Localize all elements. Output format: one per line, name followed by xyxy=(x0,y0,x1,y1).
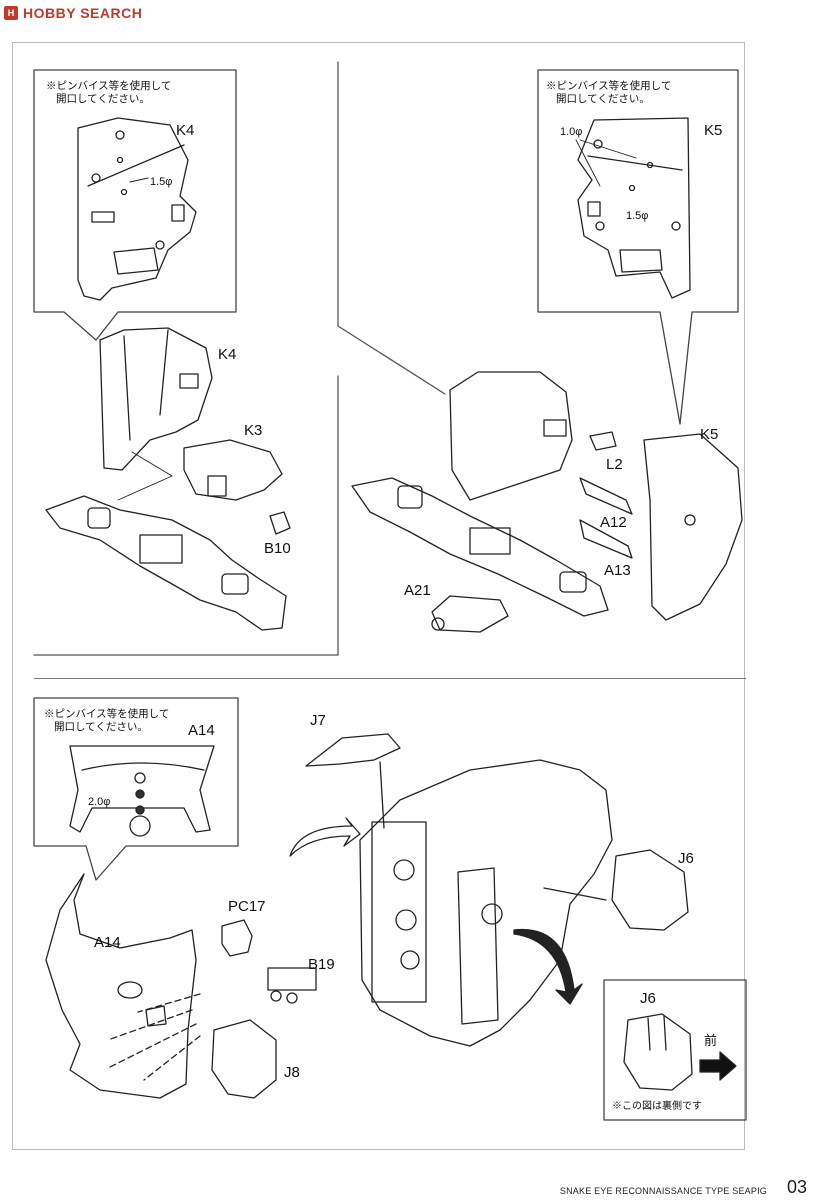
arrow-right-curl xyxy=(513,928,583,1005)
body-shell-right xyxy=(449,371,573,501)
k4-shell xyxy=(99,327,213,471)
label-pc17: PC17 xyxy=(228,898,266,915)
label-a12: A12 xyxy=(600,514,627,531)
chassis-right xyxy=(351,477,609,617)
footer-title: SNAKE EYE RECONNAISSANCE TYPE SEAPIG xyxy=(559,1186,767,1196)
note-right-line2: 開口してください。 xyxy=(556,93,650,105)
callout-right-drill-a: 1.0φ xyxy=(560,126,583,138)
note-left-line2: 開口してください。 xyxy=(56,93,150,105)
label-k4: K4 xyxy=(218,346,237,363)
page-frame xyxy=(12,42,745,1150)
page-number: 03 xyxy=(786,1177,807,1197)
label-a21: A21 xyxy=(404,582,431,599)
callout-left-part-label: K4 xyxy=(176,122,195,139)
watermark-text: HOBBY SEARCH xyxy=(23,5,143,21)
note-a14-line1: ※ピンバイス等を使用して xyxy=(44,708,170,720)
j8-part xyxy=(211,1019,277,1099)
callout-right-part-label: K5 xyxy=(704,122,723,139)
label-a13: A13 xyxy=(604,562,631,579)
label-k3: K3 xyxy=(244,422,263,439)
k5-panel xyxy=(577,117,691,299)
k4-panel xyxy=(77,117,197,301)
callout-a14-part-label: A14 xyxy=(188,722,215,739)
front-arrow-icon xyxy=(699,1051,737,1081)
inset-part-label: J6 xyxy=(640,990,656,1007)
j7-part xyxy=(305,733,401,767)
note-right: ※ピンバイス等を使用して 開口してください。 xyxy=(546,80,671,106)
watermark: H HOBBY SEARCH xyxy=(4,4,142,22)
chassis-left xyxy=(45,495,287,631)
k5-side-panel xyxy=(643,433,743,621)
a12-rod xyxy=(579,477,633,515)
b10-part xyxy=(269,511,291,535)
label-j6: J6 xyxy=(678,850,694,867)
inset-caption: ※この図は裏側です xyxy=(612,1101,702,1112)
a13-rod xyxy=(579,519,633,559)
label-a14: A14 xyxy=(94,934,121,951)
label-b10: B10 xyxy=(264,540,291,557)
label-k5: K5 xyxy=(700,426,719,443)
callout-a14-drill-size: 2.0φ xyxy=(88,796,111,808)
note-left: ※ピンバイス等を使用して 開口してください。 xyxy=(46,80,171,106)
a14-part xyxy=(45,873,197,1099)
arrow-left-curl xyxy=(289,817,361,857)
inset-j6-box xyxy=(603,979,747,1121)
b19-part xyxy=(267,967,317,991)
note-left-line1: ※ピンバイス等を使用して xyxy=(46,80,172,92)
a14-detail xyxy=(69,745,215,833)
note-right-line1: ※ピンバイス等を使用して xyxy=(546,80,672,92)
label-l2: L2 xyxy=(606,456,623,473)
j6-part xyxy=(611,849,689,931)
note-a14: ※ピンバイス等を使用して 開口してください。 xyxy=(44,708,169,734)
section-divider xyxy=(34,678,746,679)
k3-part xyxy=(183,439,283,501)
callout-right-drill-b: 1.5φ xyxy=(626,210,649,222)
watermark-logo-icon: H xyxy=(4,6,18,20)
callout-a14-box xyxy=(33,697,239,881)
upper-split-line xyxy=(337,61,446,395)
label-j7: J7 xyxy=(310,712,326,729)
l2-part xyxy=(589,431,617,451)
label-b19: B19 xyxy=(308,956,335,973)
main-body xyxy=(359,759,613,1047)
inset-direction-label: 前 xyxy=(704,1033,718,1048)
callout-right-box xyxy=(537,69,739,425)
callout-left-box xyxy=(33,69,237,341)
note-a14-line2: 開口してください。 xyxy=(54,721,148,733)
pc17-part xyxy=(221,919,253,957)
label-j8: J8 xyxy=(284,1064,300,1081)
callout-left-drill-size: 1.5φ xyxy=(150,176,173,188)
